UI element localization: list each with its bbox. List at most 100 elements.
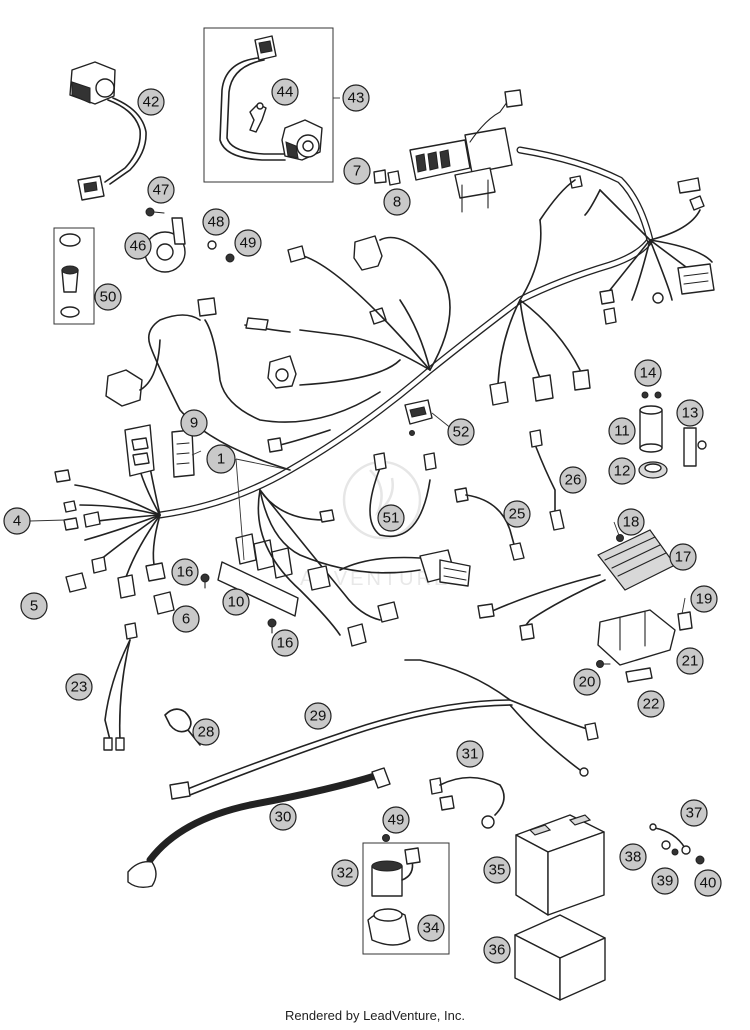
callout-14: 14 (634, 359, 662, 387)
fuse-block (409, 89, 523, 213)
part-20-screw (596, 660, 611, 668)
svg-text:49: 49 (240, 235, 257, 252)
callout-52: 52 (447, 418, 475, 446)
callout-46: 46 (124, 232, 152, 260)
callout-21: 21 (676, 647, 704, 675)
part-16-screw-a (200, 573, 210, 589)
svg-text:47: 47 (153, 182, 170, 199)
svg-text:49: 49 (388, 812, 405, 829)
part-46-horn (144, 217, 186, 273)
part-22-pad (625, 667, 653, 683)
svg-text:1: 1 (217, 451, 225, 468)
svg-text:51: 51 (383, 510, 400, 527)
part-26-sensor (529, 429, 565, 531)
svg-text:16: 16 (177, 564, 194, 581)
svg-text:28: 28 (198, 724, 215, 741)
box-part-50 (53, 227, 95, 325)
svg-text:10: 10 (228, 594, 245, 611)
svg-text:12: 12 (614, 463, 631, 480)
svg-text:52: 52 (453, 424, 470, 441)
part-49-nut-b (382, 834, 390, 842)
callout-32: 32 (331, 859, 359, 887)
svg-text:43: 43 (348, 90, 365, 107)
callout-16b: 16 (271, 629, 299, 657)
box-part-43 (203, 27, 334, 183)
callout-5: 5 (20, 592, 48, 620)
svg-text:20: 20 (579, 674, 596, 691)
svg-text:44: 44 (277, 84, 294, 101)
svg-text:30: 30 (275, 809, 292, 826)
part-12-ring (638, 461, 668, 479)
part-14-screws (641, 391, 662, 399)
callout-35: 35 (483, 856, 511, 884)
callout-51: 51 (377, 504, 405, 532)
part-31-cable (429, 776, 505, 829)
callout-49a: 49 (234, 229, 262, 257)
part-40-screw (695, 855, 705, 865)
svg-text:13: 13 (682, 405, 699, 422)
part-38-washer (661, 840, 671, 850)
part-13-bracket (683, 427, 707, 467)
svg-text:11: 11 (614, 423, 630, 440)
svg-text:8: 8 (393, 194, 401, 211)
part-37-cable (649, 823, 691, 855)
callout-47: 47 (147, 176, 175, 204)
leader-lines (29, 97, 686, 615)
part-51-cable (369, 452, 437, 538)
svg-text:46: 46 (130, 238, 147, 255)
callout-49b: 49 (382, 806, 410, 834)
part-50-lamp-set (59, 233, 81, 318)
callout-43: 43 (342, 84, 370, 112)
svg-text:31: 31 (462, 746, 479, 763)
callout-9: 9 (180, 409, 208, 437)
callout-16a: 16 (171, 558, 199, 586)
part-32-relay (371, 847, 421, 897)
svg-text:39: 39 (657, 873, 674, 890)
callout-6: 6 (172, 605, 200, 633)
svg-text:26: 26 (565, 472, 582, 489)
svg-text:21: 21 (682, 653, 699, 670)
svg-text:34: 34 (423, 920, 440, 937)
part-34-holder (367, 908, 411, 946)
part-44-clip (249, 102, 267, 133)
callout-7: 7 (343, 157, 371, 185)
svg-text:7: 7 (353, 163, 361, 180)
callout-11: 11 (608, 417, 636, 445)
svg-text:17: 17 (675, 549, 692, 566)
callout-37: 37 (680, 799, 708, 827)
part-52-relay (404, 399, 433, 436)
callout-17: 17 (669, 543, 697, 571)
part-42-switch (69, 61, 147, 201)
svg-text:9: 9 (190, 415, 198, 432)
svg-text:40: 40 (700, 875, 717, 892)
svg-text:5: 5 (30, 598, 38, 615)
svg-text:16: 16 (277, 635, 294, 652)
callout-31: 31 (456, 740, 484, 768)
svg-text:18: 18 (623, 514, 640, 531)
svg-text:37: 37 (686, 805, 703, 822)
callout-42: 42 (137, 88, 165, 116)
box-part-32 (362, 842, 450, 955)
part-47-bolt (145, 207, 165, 217)
main-harness (105, 146, 715, 519)
svg-text:42: 42 (143, 94, 160, 111)
callout-50: 50 (94, 283, 122, 311)
part-48-washer (207, 240, 217, 250)
callout-12: 12 (608, 457, 636, 485)
part-17-regulator (477, 529, 676, 641)
callout-36: 36 (483, 936, 511, 964)
svg-text:48: 48 (208, 214, 225, 231)
svg-text:19: 19 (696, 591, 713, 608)
svg-text:14: 14 (640, 365, 657, 382)
callout-29: 29 (304, 702, 332, 730)
callout-1: 1 (206, 444, 236, 474)
svg-text:35: 35 (489, 862, 506, 879)
part-25-sensor (454, 487, 525, 561)
part-11-capacitor (639, 405, 663, 453)
part-35-battery (515, 814, 605, 916)
callout-40: 40 (694, 869, 722, 897)
part-16-screw-b (267, 618, 277, 634)
render-credit: Rendered by LeadVenture, Inc. (285, 1008, 465, 1023)
callout-18: 18 (617, 508, 645, 536)
